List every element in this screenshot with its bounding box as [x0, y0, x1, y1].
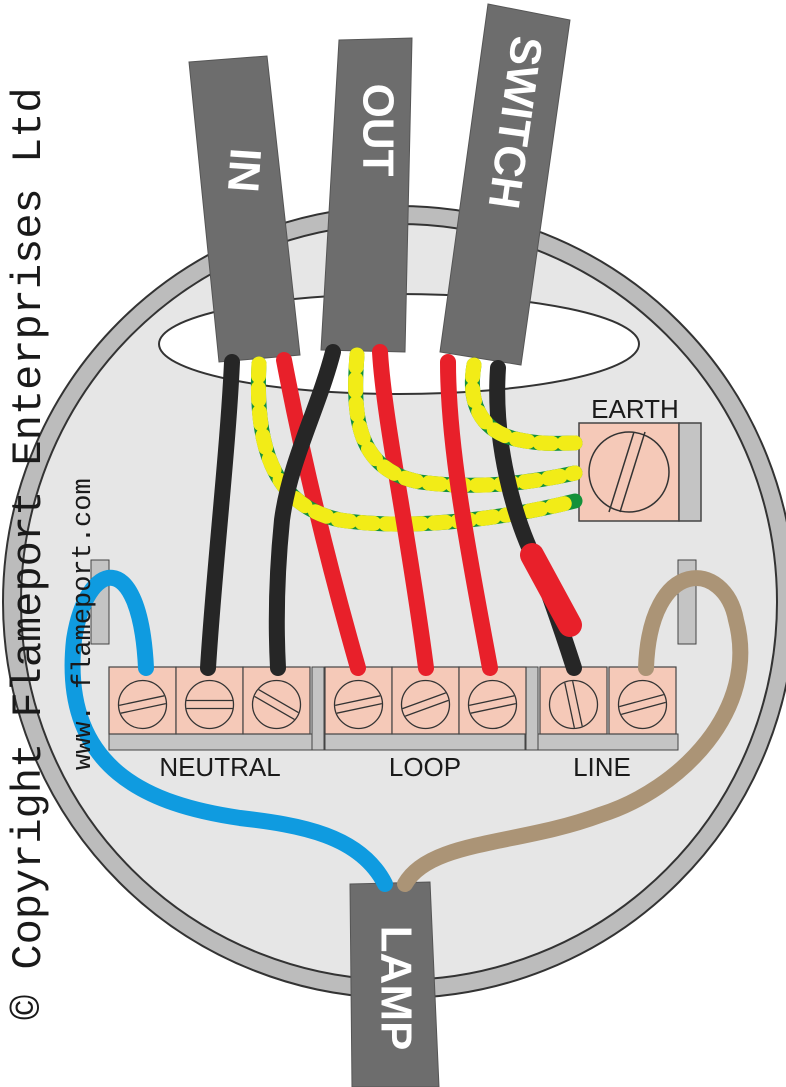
out-live-red-wire [372, 344, 434, 676]
screw-slot [619, 694, 666, 715]
screw-slot [564, 681, 583, 728]
terminal-screw-icon [617, 679, 668, 730]
screw-slot [186, 699, 233, 710]
out-earth-wire-stripes [348, 347, 583, 493]
neutral-group-label: NEUTRAL [159, 752, 280, 782]
lamp-cable-label: LAMP [371, 926, 420, 1051]
website-text: www. flameport.com [69, 478, 99, 770]
screw-slot [402, 692, 449, 717]
terminal-screw-icon [251, 679, 302, 730]
wires [64, 344, 749, 892]
out-cable: OUT [320, 37, 413, 353]
in-neutral-black-wire [200, 354, 240, 676]
earth-terminal [578, 422, 702, 522]
terminal-block [108, 666, 679, 751]
screw-slot [469, 695, 516, 714]
lamp-blue-wire [64, 569, 393, 892]
copyright-text: © Copyright Flameport Enterprises Ltd [5, 87, 53, 1020]
out-neutral-black-wire [268, 344, 341, 676]
red-sleeve-marker [520, 543, 582, 637]
screw-slot [335, 695, 382, 714]
terminal-screw-icon [184, 679, 235, 730]
loop-group-label: LOOP [389, 752, 461, 782]
terminal-screw-icon [548, 679, 599, 730]
earth-screw-icon [588, 431, 670, 513]
screw-slot [119, 695, 166, 714]
lamp-brown-wire [397, 570, 749, 892]
terminal-screw-icon [400, 679, 451, 730]
terminal-screw-icon [333, 679, 384, 730]
terminal-screw-icon [467, 679, 518, 730]
switch-cable: SWITCH [439, 3, 571, 366]
switch-earth-wire-stripes [464, 357, 583, 451]
screw-slot [254, 688, 299, 721]
switch-live-red-wire [440, 354, 498, 676]
earth-label: EARTH [591, 394, 679, 424]
out-cable-label: OUT [353, 84, 402, 177]
ceiling-rose-housing [2, 205, 786, 999]
terminal-screw-icon [117, 679, 168, 730]
line-group-label: LINE [573, 752, 631, 782]
lamp-cable: LAMP [349, 881, 440, 1087]
in-cable: IN [188, 55, 301, 363]
in-cable-label: IN [218, 147, 270, 194]
